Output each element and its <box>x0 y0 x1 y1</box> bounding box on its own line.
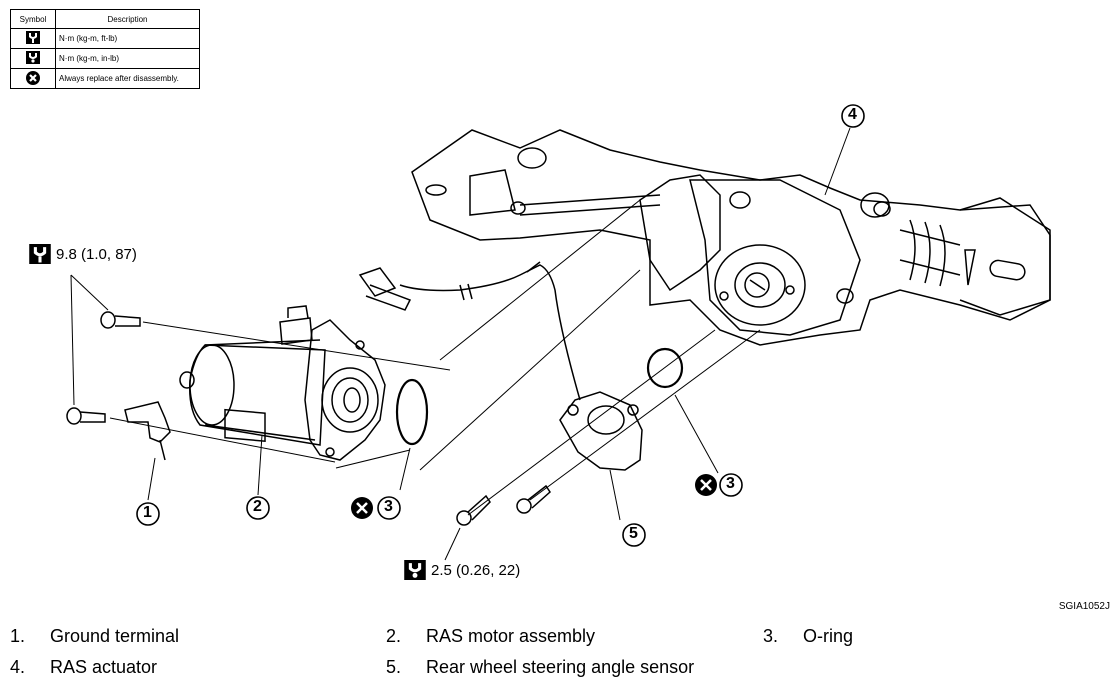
torque-wrench-small-icon <box>10 48 56 69</box>
parts-row: 1. Ground terminal 2. RAS motor assembly 3… <box>10 626 1110 657</box>
o-ring <box>395 378 429 446</box>
replace-x-icon <box>695 474 717 496</box>
torque-wrench-icon <box>10 28 56 49</box>
ras-actuator <box>411 129 1051 346</box>
callout-number: 1 <box>143 504 152 521</box>
bolt <box>66 407 106 425</box>
part-number: 3. <box>763 626 779 646</box>
part-name: RAS motor assembly <box>426 626 596 646</box>
torque-wrench-icon <box>29 244 51 264</box>
part-name: O-ring <box>803 626 854 646</box>
callout-number: 2 <box>253 498 262 515</box>
exploded-view-drawing <box>66 104 1051 561</box>
callout-number: 3 <box>384 498 393 515</box>
callout-number: 3 <box>726 475 735 492</box>
torque-spec-motor-bolts: 9.8 (1.0, 87) <box>29 244 137 264</box>
o-ring <box>646 347 684 389</box>
part-name: RAS actuator <box>50 657 158 677</box>
parts-list: 1. Ground terminal 2. RAS motor assembly 3… <box>10 626 1110 688</box>
part-name: Rear wheel steering angle sensor <box>426 657 695 677</box>
parts-row: 4. RAS actuator 5. Rear wheel steering ang… <box>10 657 1110 688</box>
ras-motor-assembly <box>179 305 386 461</box>
replace-x-icon <box>351 497 373 519</box>
part-item: 2. RAS motor assembly <box>386 626 595 647</box>
legend-description: Always replace after disassembly. <box>55 68 200 89</box>
torque-spec-sensor-bolts: 2.5 (0.26, 22) <box>404 560 520 580</box>
callout-number: 5 <box>629 525 638 542</box>
bolt <box>456 494 491 526</box>
part-number: 2. <box>386 626 402 646</box>
part-name: Ground terminal <box>50 626 180 646</box>
callout-circles <box>136 104 865 547</box>
part-item: 1. Ground terminal <box>10 626 179 647</box>
ground-terminal <box>124 401 171 461</box>
figure-id: SGIA1052J <box>1058 601 1110 612</box>
legend-row: Always replace after disassembly. <box>10 68 200 89</box>
part-number: 1. <box>10 626 26 646</box>
part-item: 4. RAS actuator <box>10 657 157 678</box>
part-number: 4. <box>10 657 26 677</box>
part-item: 5. Rear wheel steering angle sensor <box>386 657 694 678</box>
legend-header-row: Symbol Description <box>10 9 200 29</box>
part-item: 3. O-ring <box>763 626 853 647</box>
torque-wrench-small-icon <box>404 560 426 580</box>
leader-lines <box>70 127 851 561</box>
bolt <box>100 311 141 329</box>
replace-x-icon <box>10 68 56 89</box>
part-number: 5. <box>386 657 402 677</box>
torque-value: 9.8 (1.0, 87) <box>56 245 137 263</box>
symbol-legend-table: Symbol Description N·m (kg-m, ft-lb) N·m… <box>10 9 200 89</box>
torque-value: 2.5 (0.26, 22) <box>431 561 521 579</box>
steering-angle-sensor <box>358 261 643 471</box>
callout-number: 4 <box>848 106 857 123</box>
bolt <box>516 484 551 514</box>
